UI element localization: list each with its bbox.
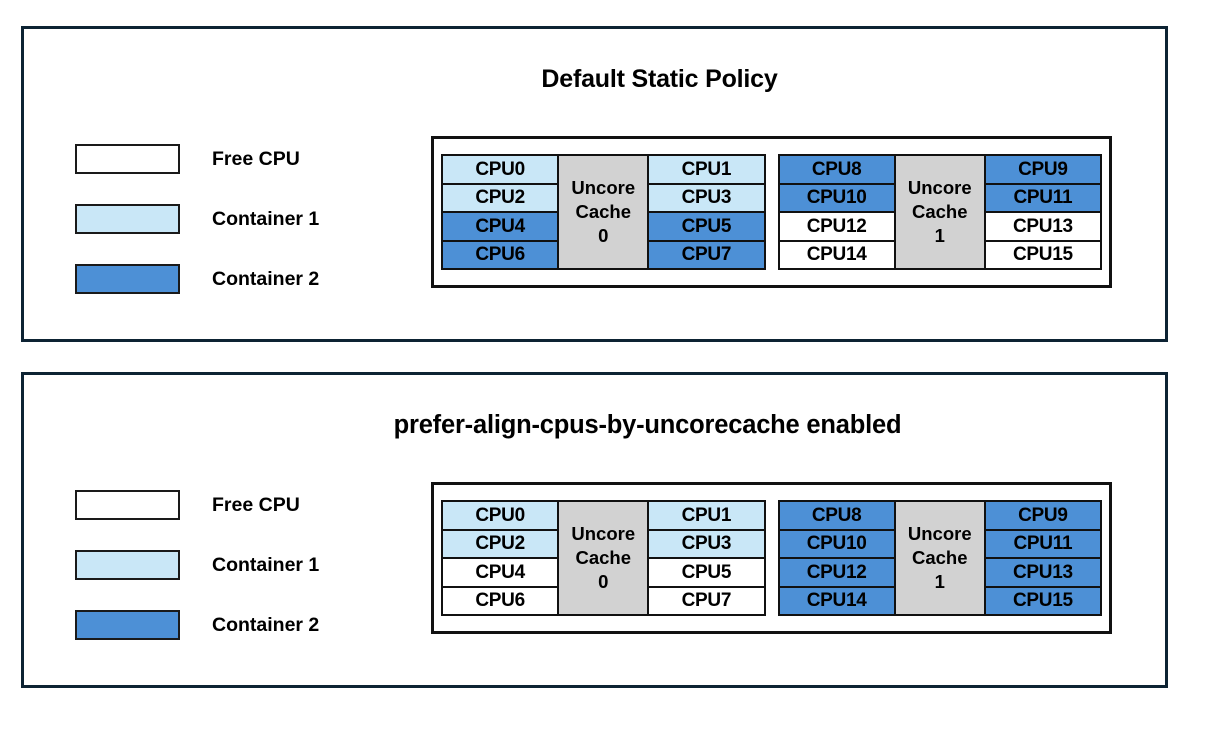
uncore-cache-line-1: Uncore xyxy=(571,177,636,199)
legend-item: Container 1 xyxy=(75,189,319,249)
cpu-cell: CPU11 xyxy=(985,184,1100,213)
cpu-cell: CPU14 xyxy=(779,587,894,614)
uncore-cache-group-1: CPU8 CPU10 CPU12 CPU14 Uncore Cache 1 CP… xyxy=(777,154,1102,270)
legend: Free CPU Container 1 Container 2 xyxy=(75,475,319,655)
page-title: Default Static Policy xyxy=(541,65,778,93)
page-title: prefer-align-cpus-by-uncorecache enabled xyxy=(393,411,902,439)
uncore-cache-cell: Uncore Cache 0 xyxy=(557,502,650,614)
cpu-cell: CPU3 xyxy=(649,530,764,559)
uncore-cache-index: 0 xyxy=(598,224,609,246)
uncore-cache-index: 1 xyxy=(934,224,945,246)
cpu-topology-table: CPU0 CPU2 CPU4 CPU6 Uncore Cache 0 CPU1 … xyxy=(431,136,1112,288)
cpu-cell: CPU5 xyxy=(649,213,764,242)
cpu-cell: CPU4 xyxy=(443,213,558,242)
cpu-cell: CPU7 xyxy=(649,587,764,614)
cpu-cell: CPU12 xyxy=(779,559,894,588)
legend-swatch-container-2 xyxy=(75,610,180,640)
cpu-cell: CPU6 xyxy=(443,241,558,268)
uncore-cache-cell: Uncore Cache 1 xyxy=(893,502,986,614)
cpu-column-right: CPU1 CPU3 CPU5 CPU7 xyxy=(649,502,764,614)
legend-label: Container 2 xyxy=(212,267,320,290)
uncore-cache-group-0: CPU0 CPU2 CPU4 CPU6 Uncore Cache 0 CPU1 … xyxy=(441,500,766,616)
uncore-cache-line-2: Cache xyxy=(911,547,968,569)
uncore-cache-line-2: Cache xyxy=(911,201,968,223)
cpu-cell: CPU8 xyxy=(779,156,894,185)
cpu-cell: CPU6 xyxy=(443,587,558,614)
cpu-cell: CPU2 xyxy=(443,184,558,213)
uncore-cache-group-1: CPU8 CPU10 CPU12 CPU14 Uncore Cache 1 CP… xyxy=(777,500,1102,616)
legend-label: Container 1 xyxy=(212,207,320,230)
cpu-cell: CPU1 xyxy=(649,502,764,531)
legend-label: Container 2 xyxy=(212,613,320,636)
cpu-cell: CPU13 xyxy=(985,213,1100,242)
legend-swatch-container-2 xyxy=(75,264,180,294)
cpu-cell: CPU1 xyxy=(649,156,764,185)
cpu-cell: CPU11 xyxy=(985,530,1100,559)
uncore-cache-line-1: Uncore xyxy=(907,523,972,545)
cpu-cell: CPU9 xyxy=(985,502,1100,531)
cpu-cell: CPU13 xyxy=(985,559,1100,588)
cpu-column-right: CPU1 CPU3 CPU5 CPU7 xyxy=(649,156,764,268)
cpu-cell: CPU0 xyxy=(443,156,558,185)
uncore-cache-index: 0 xyxy=(598,570,609,592)
cpu-cell: CPU12 xyxy=(779,213,894,242)
legend: Free CPU Container 1 Container 2 xyxy=(75,129,319,309)
legend-swatch-free-cpu xyxy=(75,144,180,174)
cpu-cell: CPU3 xyxy=(649,184,764,213)
legend-label: Free CPU xyxy=(212,493,300,516)
uncore-cache-line-2: Cache xyxy=(575,201,632,223)
uncore-cache-group-0: CPU0 CPU2 CPU4 CPU6 Uncore Cache 0 CPU1 … xyxy=(441,154,766,270)
cpu-cell: CPU0 xyxy=(443,502,558,531)
legend-item: Container 2 xyxy=(75,249,319,309)
cpu-column-right: CPU9 CPU11 CPU13 CPU15 xyxy=(985,156,1100,268)
cpu-column-left: CPU0 CPU2 CPU4 CPU6 xyxy=(443,502,558,614)
cpu-cell: CPU9 xyxy=(985,156,1100,185)
legend-label: Container 1 xyxy=(212,553,320,576)
cpu-topology-table: CPU0 CPU2 CPU4 CPU6 Uncore Cache 0 CPU1 … xyxy=(431,482,1112,634)
uncore-cache-cell: Uncore Cache 1 xyxy=(893,156,986,268)
cpu-cell: CPU15 xyxy=(985,587,1100,614)
legend-swatch-container-1 xyxy=(75,204,180,234)
legend-item: Container 2 xyxy=(75,595,319,655)
cpu-column-left: CPU8 CPU10 CPU12 CPU14 xyxy=(779,502,894,614)
cpu-cell: CPU10 xyxy=(779,184,894,213)
uncore-cache-line-2: Cache xyxy=(575,547,632,569)
uncore-cache-line-1: Uncore xyxy=(571,523,636,545)
diagram-panel-prefer-align-enabled: prefer-align-cpus-by-uncorecache enabled… xyxy=(21,372,1168,688)
cpu-cell: CPU7 xyxy=(649,241,764,268)
legend-label: Free CPU xyxy=(212,147,300,170)
cpu-cell: CPU2 xyxy=(443,530,558,559)
legend-swatch-free-cpu xyxy=(75,490,180,520)
legend-item: Free CPU xyxy=(75,475,319,535)
diagram-panel-default-static-policy: Default Static Policy Free CPU Container… xyxy=(21,26,1168,342)
cpu-cell: CPU10 xyxy=(779,530,894,559)
cpu-cell: CPU8 xyxy=(779,502,894,531)
uncore-cache-line-1: Uncore xyxy=(907,177,972,199)
uncore-cache-index: 1 xyxy=(934,570,945,592)
cpu-cell: CPU14 xyxy=(779,241,894,268)
uncore-cache-cell: Uncore Cache 0 xyxy=(557,156,650,268)
legend-swatch-container-1 xyxy=(75,550,180,580)
cpu-column-left: CPU0 CPU2 CPU4 CPU6 xyxy=(443,156,558,268)
legend-item: Container 1 xyxy=(75,535,319,595)
cpu-cell: CPU15 xyxy=(985,241,1100,268)
cpu-cell: CPU5 xyxy=(649,559,764,588)
cpu-cell: CPU4 xyxy=(443,559,558,588)
legend-item: Free CPU xyxy=(75,129,319,189)
cpu-column-right: CPU9 CPU11 CPU13 CPU15 xyxy=(985,502,1100,614)
cpu-column-left: CPU8 CPU10 CPU12 CPU14 xyxy=(779,156,894,268)
